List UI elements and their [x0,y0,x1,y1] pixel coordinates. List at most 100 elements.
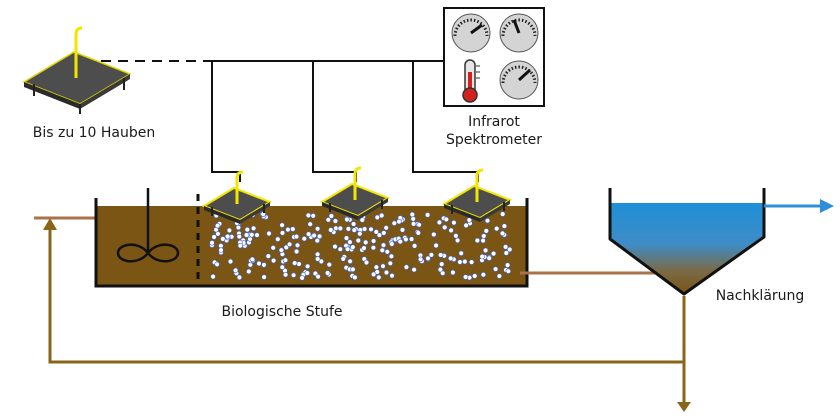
air-bubble [479,253,485,260]
air-bubble [316,233,323,240]
air-bubble [428,252,435,258]
spectrometer-box [443,7,545,107]
air-bubble [363,239,369,246]
air-bubble [433,242,439,249]
air-bubble [266,230,272,237]
air-bubble [500,211,506,217]
air-bubble [296,261,302,267]
air-bubble [250,225,257,232]
air-bubble [227,258,234,265]
air-bubble [361,226,368,232]
air-bubble [275,236,281,242]
gauge-icon [499,60,539,100]
air-bubble [504,262,511,268]
air-bubble [218,247,224,253]
air-bubble [481,233,487,239]
air-bubble [220,236,226,242]
air-bubble [249,232,255,238]
air-bubble [301,236,307,242]
air-bubble [305,212,312,219]
air-bubble [211,234,217,240]
air-bubble [254,232,260,238]
air-bubble [344,246,351,252]
air-bubble [270,245,276,251]
air-bubble [347,258,353,264]
air-bubble [290,272,297,278]
air-bubble [361,245,367,251]
air-bubble [350,221,357,227]
air-bubble [307,221,313,227]
bubbles [209,211,513,281]
air-bubble [246,268,252,275]
air-bubble [224,233,231,240]
air-bubble [399,227,406,233]
air-bubble [480,237,486,244]
air-bubble [484,218,491,224]
air-bubble [380,263,386,269]
air-bubble [424,212,431,218]
air-bubble [496,273,503,279]
air-bubble [283,244,289,251]
air-bubble [214,223,221,229]
air-bubble [328,213,335,219]
air-bubble [270,257,277,264]
air-bubble [344,216,350,223]
air-bubble [214,261,220,267]
air-bubble [396,218,402,225]
air-bubble [450,269,456,276]
air-bubble [462,274,469,280]
air-bubble [299,275,305,281]
air-bubble [340,256,346,262]
air-bubble [443,216,449,223]
air-bubble [451,220,457,226]
air-bubble [285,226,291,233]
air-bubble [454,237,461,244]
air-bubble [332,243,338,250]
air-bubble [304,263,311,269]
air-bubble [379,212,385,219]
air-bubble [376,274,382,281]
air-bubble [324,270,331,276]
air-bubble [370,245,377,251]
air-bubble [368,226,374,233]
air-bubble [438,252,444,258]
air-bubble [480,272,487,278]
air-bubble [292,260,298,266]
air-bubble [389,241,395,247]
air-bubble [350,266,356,273]
air-bubble [304,270,310,276]
air-bubble [494,225,500,232]
air-bubble [442,224,448,231]
air-bubble [290,226,296,232]
air-bubble [315,256,321,262]
air-bubble [352,274,358,281]
air-bubble [294,242,301,249]
air-bubble [415,230,421,236]
air-bubble [458,250,464,257]
air-bubble [347,239,353,245]
air-bubble [236,233,243,240]
air-bubble [381,230,387,236]
air-bubble [305,231,312,237]
return-sludge-pipe [43,218,691,412]
air-bubble [261,262,267,268]
air-bubble [326,261,332,268]
air-bubble [410,221,417,227]
signal-lines [84,60,479,182]
biological-stage-label: Biologische Stufe [221,304,342,320]
air-bubble [490,250,497,257]
effluent-arrow [764,199,834,213]
air-bubble [397,238,403,245]
air-bubble [311,232,317,239]
air-bubble [391,220,397,226]
air-bubble [332,218,339,224]
air-bubble [373,229,379,235]
air-bubble [279,230,286,236]
air-bubble [355,237,361,244]
air-bubble [499,230,506,237]
air-bubble [457,259,463,265]
clarifier-tank [608,188,766,296]
air-bubble [279,222,285,228]
spectrometer-label-line2: Spektrometer [446,132,542,148]
air-bubble [209,240,215,246]
